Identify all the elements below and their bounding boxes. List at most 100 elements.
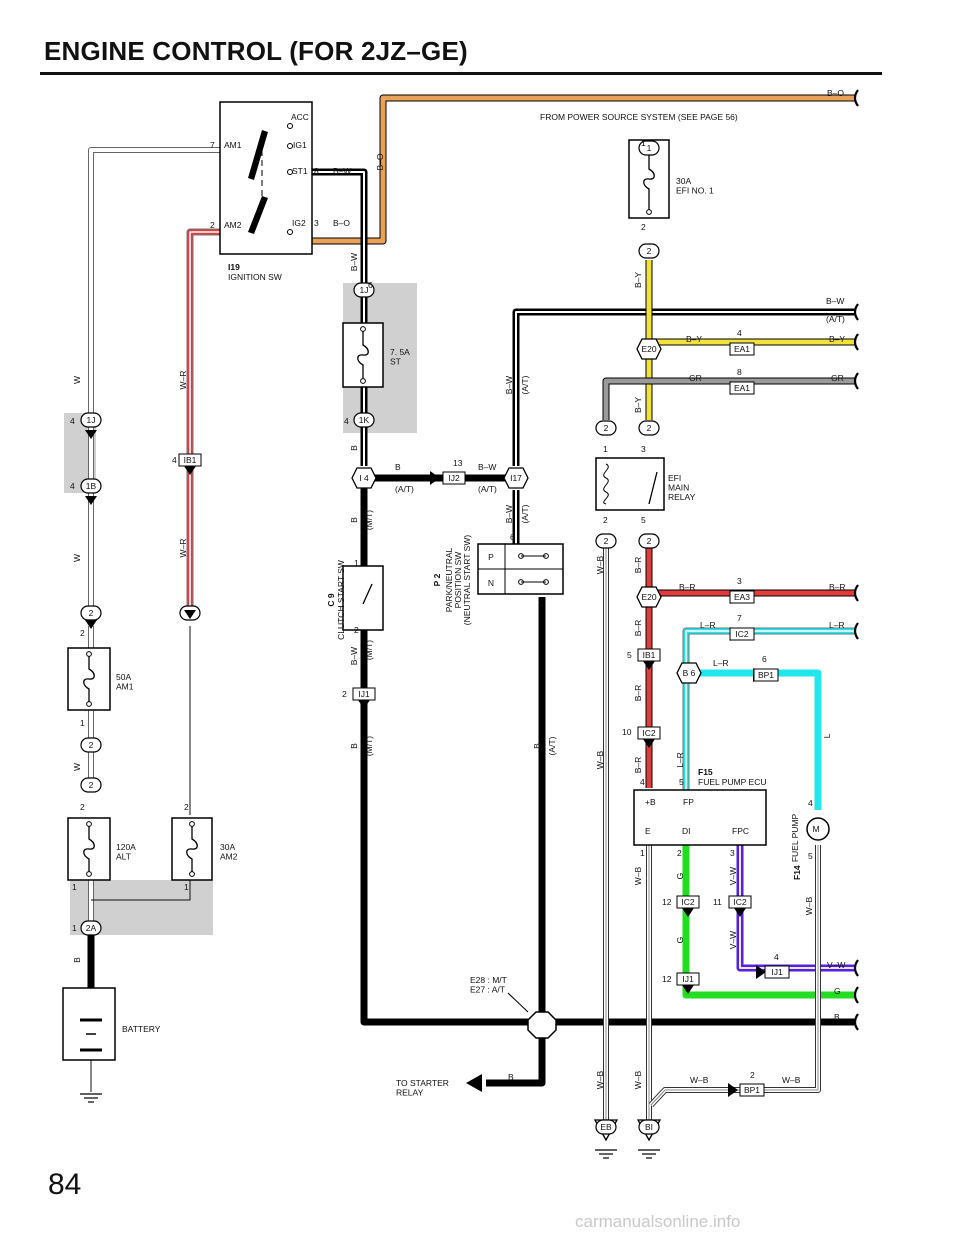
connector-2-gr	[595, 420, 617, 436]
wire-label-br-right: B–R	[829, 582, 846, 592]
wire-color-label: B–R	[633, 757, 643, 774]
pin-number: 5	[538, 599, 543, 609]
terminal	[360, 378, 366, 384]
relay-contact	[648, 471, 658, 505]
wire-label-at: (A/T)	[395, 484, 414, 494]
wire-color-label: G	[675, 937, 685, 944]
alt-fuse-element	[83, 824, 95, 874]
harness-bracket	[853, 584, 859, 602]
wire-color-label: B–R	[633, 685, 643, 702]
arrow-ij1-g	[682, 985, 694, 994]
relay-coil	[603, 463, 609, 505]
wire-label-b-starter: B	[508, 1072, 514, 1082]
wire-label-b: B	[395, 462, 401, 472]
motor-label: M	[812, 824, 819, 834]
wire-v-w	[736, 845, 855, 972]
arrow-am2	[184, 610, 196, 619]
pump-id: F14	[792, 865, 802, 880]
wire-label-bw-ij2: B–W	[478, 462, 496, 472]
wire-g	[682, 845, 855, 999]
ground-eb-label	[595, 1119, 617, 1135]
connector-2-gr-label: 2	[604, 423, 609, 433]
ignition-name: IGNITION SW	[228, 272, 282, 282]
ignition-contact-1	[248, 130, 268, 180]
wire-color-label: W–B	[633, 866, 643, 885]
pin-number: 1	[354, 558, 359, 568]
efi-fuse-label: 30A	[676, 176, 691, 186]
ecu-name: FUEL PUMP ECU	[698, 777, 767, 787]
relay-label: EFI	[668, 473, 681, 483]
efi-fuse-label: EFI NO. 1	[676, 186, 714, 196]
wire-color-label: W–B	[804, 896, 814, 915]
pin-number: 8	[737, 367, 742, 377]
wire-color-label: B–R	[633, 557, 643, 574]
pin-number: 2	[184, 802, 189, 812]
connector-b6	[676, 662, 702, 684]
wire-color-label: W–B	[595, 555, 605, 574]
connector-bp1	[753, 668, 779, 682]
connector-e20-bot-label: E20	[641, 592, 656, 602]
wire-label-wb-right: W–B	[782, 1075, 801, 1085]
wire-label-bo: B–O	[333, 218, 350, 228]
pin-number: 13	[453, 458, 463, 468]
clutch-id: C 9	[326, 593, 336, 607]
terminal	[86, 821, 92, 827]
pin-number: 6	[762, 654, 767, 664]
connector-e20-top	[636, 338, 662, 360]
pin-number: 4	[737, 328, 742, 338]
connector-2a	[80, 920, 102, 936]
connector-1k	[353, 412, 375, 428]
connector-bp1-wb	[739, 1083, 765, 1097]
wire-w-r-am2	[186, 228, 220, 613]
arrow-1j	[85, 430, 97, 439]
pin-8: 8	[314, 166, 319, 176]
arrow-ij1-v	[756, 965, 766, 979]
ground-bi-label	[638, 1119, 660, 1135]
ecu-id: F15	[698, 767, 713, 777]
park-name-1: PARK/NEUTRAL	[444, 547, 454, 612]
pin-number: 1	[640, 848, 645, 858]
pin-3: 3	[314, 218, 319, 228]
arrow-ib1	[184, 466, 196, 475]
wire-w-r-am2-stripe	[189, 231, 220, 613]
connector-i17	[503, 467, 529, 489]
wire-color-label: B–W	[504, 505, 514, 523]
connector-ea1b	[729, 381, 755, 395]
connector-ea1-label: EA1	[734, 344, 750, 354]
clutch-start-switch	[342, 565, 384, 631]
pin-number: 2	[342, 689, 347, 699]
wire-gr-fill	[603, 378, 855, 420]
am2-fuse-label: 30A	[220, 842, 235, 852]
wire-l-r-stripe	[685, 630, 855, 790]
fuel-pump-motor	[806, 817, 830, 841]
wire-b-starter	[486, 1032, 546, 1087]
wire-color-label: B	[349, 517, 359, 523]
pin-number: 2	[750, 1070, 755, 1080]
wire-label-at-ij2: (A/T)	[478, 484, 497, 494]
connector-ij1-label: IJ1	[358, 689, 370, 699]
arrow-1b	[85, 496, 97, 505]
am2-fuse-element	[186, 824, 198, 874]
wire-color-label: (A/T)	[520, 504, 530, 523]
wire-w-r-am2-fill	[187, 229, 220, 613]
source-label: FROM POWER SOURCE SYSTEM (SEE PAGE 56)	[540, 112, 738, 122]
pin-number: 11	[713, 897, 722, 907]
wire-color-label: (M/T)	[364, 640, 374, 660]
wire-b-o-fill	[312, 95, 855, 244]
wire-color-label: B–W	[349, 647, 359, 665]
connector-ea1	[729, 342, 755, 356]
ecu-pin-di: DI	[682, 826, 691, 836]
connector-2-wb	[595, 533, 617, 549]
ignition-id: I19	[228, 262, 240, 272]
harness-bracket	[853, 986, 859, 1004]
wire-color-label: W	[72, 554, 82, 562]
wire-color-label: W–R	[178, 371, 188, 390]
ignition-contact-2	[248, 196, 268, 234]
wire-label-lr-right: L–R	[829, 620, 845, 630]
connector-b6-label: B 6	[683, 668, 696, 678]
pin-number: 4	[774, 952, 779, 962]
wire-label-wb-bp1: W–B	[690, 1075, 709, 1085]
connector-2-label: 2	[647, 246, 652, 256]
page-title: ENGINE CONTROL (FOR 2JZ–GE)	[44, 36, 468, 66]
connector-2-by-label: 2	[647, 423, 652, 433]
